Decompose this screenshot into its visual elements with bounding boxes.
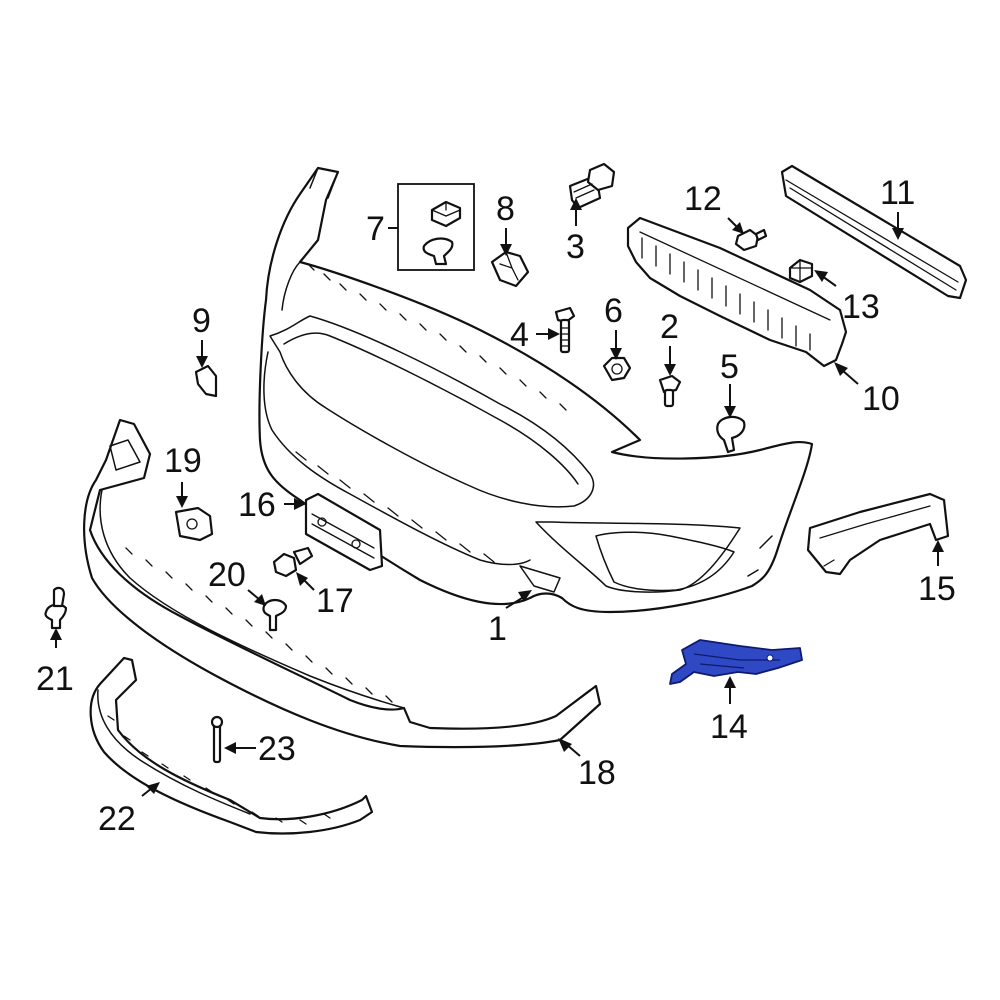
callout-label-18: 18 xyxy=(578,754,616,792)
callout-17: 17 xyxy=(296,572,354,620)
callout-10: 10 xyxy=(834,362,900,418)
callout-14: 14 xyxy=(710,676,748,746)
callout-13: 13 xyxy=(814,270,880,326)
retainer-nut-part[interactable] xyxy=(490,250,530,288)
callout-label-19: 19 xyxy=(164,442,202,480)
callout-label-10: 10 xyxy=(862,380,900,418)
callout-9: 9 xyxy=(192,302,211,368)
small-bracket-part-9[interactable] xyxy=(194,364,218,398)
callout-1: 1 xyxy=(488,590,532,648)
callout-18: 18 xyxy=(558,738,616,792)
callout-label-9: 9 xyxy=(192,302,211,340)
push-clip-part[interactable] xyxy=(716,415,746,454)
energy-absorber-part[interactable] xyxy=(626,216,848,368)
push-pin-part-20[interactable] xyxy=(262,598,288,632)
bolt-part-3[interactable] xyxy=(568,162,616,210)
callout-15: 15 xyxy=(918,540,956,608)
screw-part-12[interactable] xyxy=(734,228,768,252)
nut-part[interactable] xyxy=(602,356,632,382)
callout-label-23: 23 xyxy=(258,730,296,768)
callout-label-15: 15 xyxy=(918,570,956,608)
callout-label-8: 8 xyxy=(496,190,515,228)
screw-part-13[interactable] xyxy=(788,258,814,284)
callout-4: 4 xyxy=(510,316,560,354)
callout-3: 3 xyxy=(566,198,585,266)
clip-part-21[interactable] xyxy=(44,586,68,630)
callout-23: 23 xyxy=(224,730,296,768)
callout-16: 16 xyxy=(238,486,306,524)
bolt-part-4[interactable] xyxy=(554,306,576,354)
callout-label-22: 22 xyxy=(98,800,136,838)
callout-label-3: 3 xyxy=(566,228,585,266)
callout-6: 6 xyxy=(604,292,623,360)
lower-valance-part[interactable] xyxy=(83,418,602,749)
callout-label-2: 2 xyxy=(660,308,679,346)
callout-22: 22 xyxy=(98,782,160,838)
bolt-part-2[interactable] xyxy=(658,374,682,408)
callout-label-11: 11 xyxy=(880,174,915,212)
callout-7: 7 xyxy=(366,210,398,248)
callout-2: 2 xyxy=(660,308,679,376)
callout-19: 19 xyxy=(164,442,202,508)
callout-label-12: 12 xyxy=(684,180,722,218)
callout-label-7: 7 xyxy=(366,210,385,248)
callout-label-6: 6 xyxy=(604,292,623,330)
callout-8: 8 xyxy=(496,190,515,256)
license-bracket-part[interactable] xyxy=(304,492,384,572)
callout-label-20: 20 xyxy=(208,556,246,594)
reinforcement-bar-part[interactable] xyxy=(780,164,968,300)
bracket-plate-part-19[interactable] xyxy=(174,506,214,542)
highlighted-bracket-part-14[interactable] xyxy=(669,639,803,685)
callout-label-1: 1 xyxy=(488,610,507,648)
bolt-part-17[interactable] xyxy=(272,546,314,578)
bumper-cover-part[interactable] xyxy=(258,166,814,614)
callout-label-21: 21 xyxy=(36,660,74,698)
callout-11: 11 xyxy=(880,174,915,240)
callout-label-4: 4 xyxy=(510,316,529,354)
lower-trim-strip-part[interactable] xyxy=(89,656,374,835)
callout-label-14: 14 xyxy=(710,708,748,746)
callout-label-13: 13 xyxy=(842,288,880,326)
side-bracket-part-15[interactable] xyxy=(806,492,950,576)
callout-label-17: 17 xyxy=(316,582,354,620)
rivet-part-23[interactable] xyxy=(210,715,224,764)
callout-5: 5 xyxy=(720,348,739,418)
callout-20: 20 xyxy=(208,556,266,606)
clip-kit-part[interactable] xyxy=(397,183,475,271)
callout-label-16: 16 xyxy=(238,486,276,524)
callout-12: 12 xyxy=(684,180,744,234)
callout-label-5: 5 xyxy=(720,348,739,386)
callout-21: 21 xyxy=(36,628,74,698)
